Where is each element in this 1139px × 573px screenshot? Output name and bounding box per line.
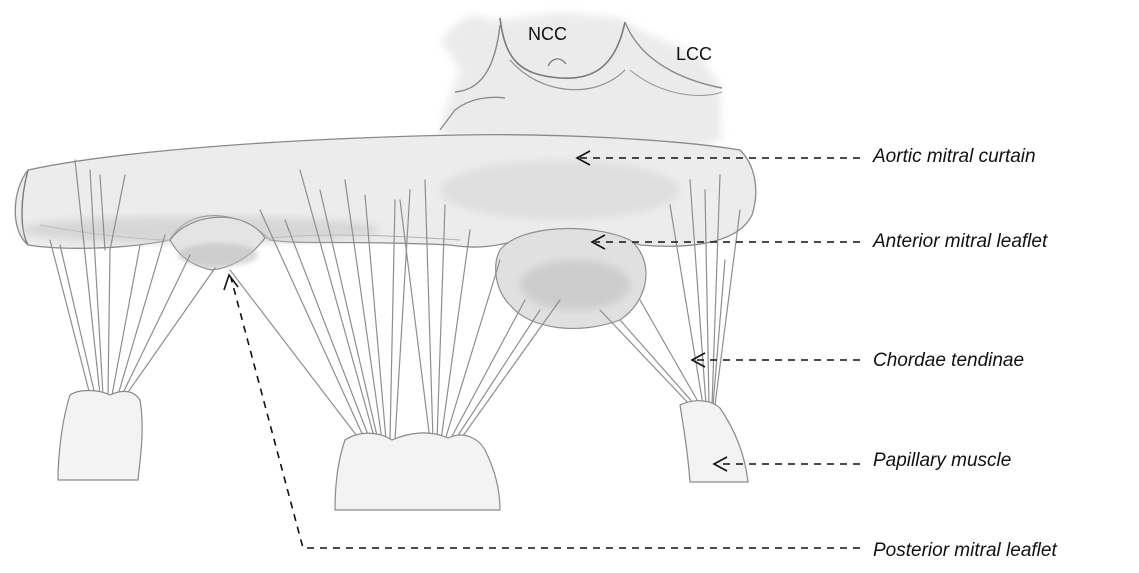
- label-anterior-mitral-leaflet: Anterior mitral leaflet: [873, 231, 1047, 253]
- papillary-muscles: [58, 390, 748, 510]
- label-posterior-mitral-leaflet: Posterior mitral leaflet: [873, 540, 1057, 562]
- label-papillary-muscle: Papillary muscle: [873, 450, 1011, 472]
- label-aortic-mitral-curtain: Aortic mitral curtain: [873, 146, 1036, 168]
- lcc-label: LCC: [676, 44, 712, 65]
- aortic-root: [440, 12, 722, 150]
- ncc-label: NCC: [528, 24, 567, 45]
- curtain-body: [15, 135, 756, 249]
- label-chordae-tendinae: Chordae tendinae: [873, 350, 1024, 372]
